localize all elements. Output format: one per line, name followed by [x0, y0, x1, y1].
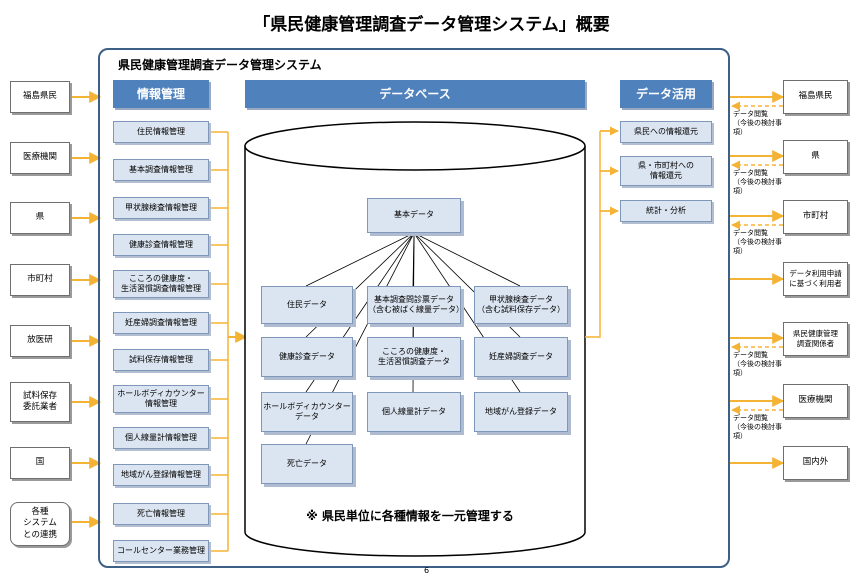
- info-item: コールセンター業務管理: [113, 540, 209, 562]
- header-database: データベース: [245, 80, 585, 108]
- db-root: 基本データ: [367, 198, 461, 233]
- recipient-box: 国内外: [783, 446, 848, 480]
- use-item: 県民への情報還元: [620, 121, 712, 143]
- page-number: 6: [424, 566, 430, 575]
- page-title: 「県民健康管理調査データ管理システム」概要: [253, 15, 610, 35]
- database-cylinder-top: [244, 121, 586, 171]
- info-item: 住民情報管理: [113, 121, 209, 143]
- recipient-box: 県: [783, 140, 848, 174]
- info-bracket: [211, 131, 229, 552]
- recipient-box: 市町村: [783, 200, 848, 234]
- source-box: 放医研: [10, 325, 70, 357]
- data-view-note: データ閲覧 （今後の検討事項）: [733, 351, 782, 377]
- db-item: 死亡データ: [261, 444, 353, 484]
- source-box: 県: [10, 202, 70, 234]
- data-view-note: データ閲覧 （今後の検討事項）: [733, 229, 782, 255]
- info-item: ホールボディカウンター 情報管理: [113, 385, 209, 413]
- source-box: 国: [10, 447, 70, 479]
- info-item: 死亡情報管理: [113, 503, 209, 525]
- db-item: 基本調査問診票データ （含む被ばく線量データ）: [367, 286, 464, 324]
- info-item: 試料保存情報管理: [113, 349, 209, 371]
- data-view-note: データ閲覧 （今後の検討事項）: [733, 414, 782, 440]
- db-item: 個人線量計データ: [367, 392, 461, 432]
- info-item: 基本調査情報管理: [113, 159, 209, 181]
- db-item: 甲状腺検査データ （含む試料保存データ）: [474, 286, 568, 324]
- header-info-management: 情報管理: [113, 80, 209, 108]
- use-item: 統計・分析: [620, 200, 712, 222]
- info-item: こころの健康度・ 生活習慣調査情報管理: [113, 270, 209, 298]
- db-item: 妊産婦調査データ: [474, 337, 568, 377]
- data-view-note: データ閲覧 （今後の検討事項）: [733, 110, 782, 136]
- database-caption: ※ 県民単位に各種情報を一元管理する: [306, 509, 514, 523]
- system-name: 県民健康管理調査データ管理システム: [118, 58, 322, 72]
- system-frame: [98, 48, 730, 568]
- source-box-systems: 各種 システム との連携: [10, 502, 70, 546]
- header-data-use: データ活用: [620, 80, 712, 108]
- info-item: 個人線量計情報管理: [113, 427, 209, 449]
- db-item: 住民データ: [261, 286, 353, 324]
- source-box: 医療機関: [10, 142, 70, 174]
- info-item: 地域がん登録情報管理: [113, 464, 209, 486]
- db-item: ホールボディカウンター データ: [261, 392, 353, 432]
- info-item: 妊産婦調査情報管理: [113, 312, 209, 334]
- db-item: 健康診査データ: [261, 337, 353, 377]
- recipient-box: データ利用申請 に基づく利用者: [783, 262, 848, 296]
- db-item: こころの健康度・ 生活習慣調査データ: [367, 337, 461, 377]
- info-item: 甲状腺検査情報管理: [113, 197, 209, 219]
- recipient-box: 福島県民: [783, 80, 848, 114]
- recipient-box: 医療機関: [783, 384, 848, 418]
- data-view-note: データ閲覧 （今後の検討事項）: [733, 169, 782, 195]
- db-item: 地域がん登録データ: [474, 392, 568, 432]
- source-box: 試料保存 委託業者: [10, 382, 70, 422]
- source-box: 福島県民: [10, 81, 70, 113]
- use-item: 県・市町村への 情報還元: [620, 156, 712, 186]
- recipient-box: 県民健康管理 調査関係者: [783, 322, 848, 356]
- info-item: 健康診査情報管理: [113, 234, 209, 256]
- source-box: 市町村: [10, 264, 70, 296]
